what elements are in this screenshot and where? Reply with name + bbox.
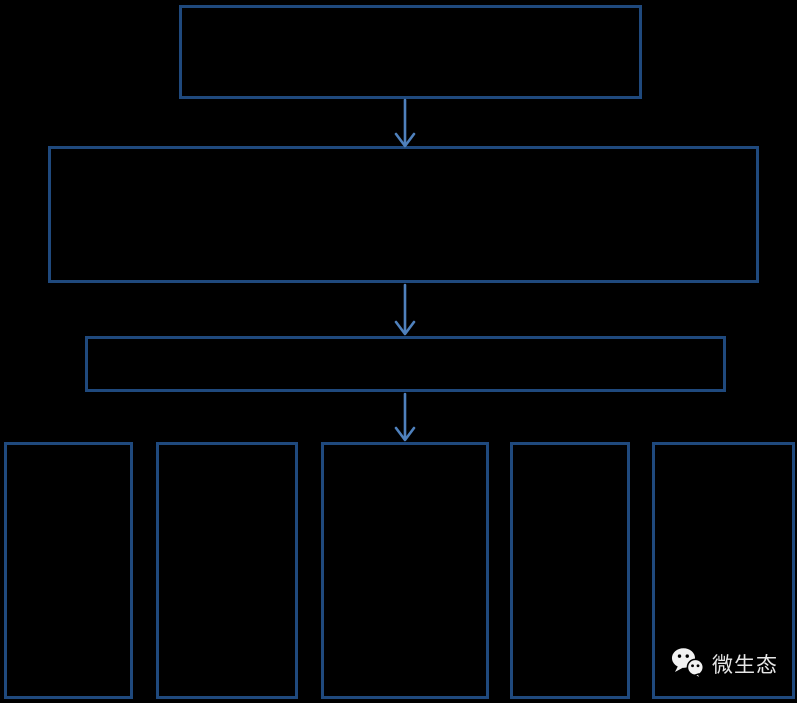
arrow-level2-to-level3 <box>394 283 416 336</box>
flow-box-top <box>179 5 642 99</box>
flow-box-bottom-4 <box>510 442 630 699</box>
watermark: 微生态 <box>671 647 778 680</box>
arrow-level3-to-bottom <box>394 392 416 442</box>
flow-box-bottom-1 <box>4 442 133 699</box>
flow-box-level2 <box>48 146 759 283</box>
flow-box-bottom-5 <box>652 442 795 699</box>
wechat-icon <box>671 648 705 680</box>
flow-box-bottom-3 <box>321 442 489 699</box>
arrow-top-to-level2 <box>394 98 416 148</box>
watermark-label: 微生态 <box>712 653 778 677</box>
flow-box-bottom-2 <box>156 442 298 699</box>
flow-box-level3 <box>85 336 726 392</box>
